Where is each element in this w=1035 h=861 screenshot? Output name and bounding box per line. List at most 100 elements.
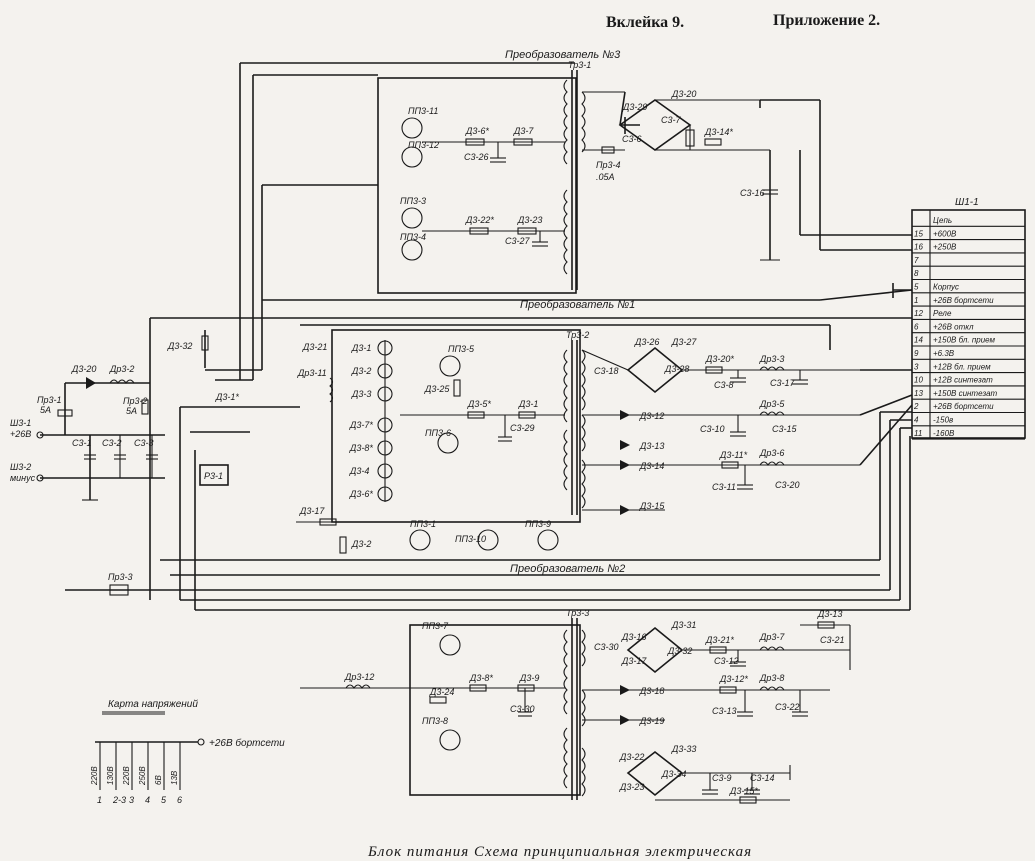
label-c12: С3-12: [714, 656, 739, 666]
connector-signal: +26В бортсети: [933, 402, 994, 411]
connector-pin: 12: [914, 309, 923, 318]
label-c8: С3-8: [714, 380, 734, 390]
label-d14: Д3-14: [639, 461, 664, 471]
legend-title: Карта напряжений: [108, 699, 198, 710]
label-pp12: ПП3-12: [408, 140, 439, 150]
label-pp11: ПП3-11: [408, 106, 438, 116]
label-d26: Д3-26: [634, 337, 659, 347]
label-c17: С3-17: [770, 378, 796, 388]
label-pr3: Пр3-3: [108, 572, 133, 582]
label-r5: Д3-5*: [467, 399, 491, 409]
label-c13: С3-13: [712, 706, 737, 716]
label-pp8: ПП3-8: [422, 716, 448, 726]
connector-signal: +6.3В: [933, 349, 955, 358]
label-r12: Д3-12*: [719, 674, 748, 684]
label-d34: Д3-34: [661, 769, 686, 779]
label-d6: Д3-6*: [349, 489, 373, 499]
connector-signal: +26В откл: [933, 322, 974, 331]
legend-pin: 5: [161, 795, 167, 805]
label-c18: С3-18: [594, 366, 619, 376]
label-sh1: Ш3-1: [10, 418, 31, 428]
label-r9: Д3-9: [519, 673, 539, 683]
label-d3: Д3-3: [351, 389, 371, 399]
connector-signal: +26В бортсети: [933, 296, 994, 305]
label-d23: Д3-23: [619, 782, 644, 792]
label-pr1v: 5А: [40, 405, 51, 415]
label-r24: Д3-24: [429, 687, 454, 697]
label-r14: Д3-14*: [704, 127, 733, 137]
label-c22: С3-22: [775, 702, 800, 712]
connector-pin: 2: [913, 402, 919, 411]
connector-signal: Корпус: [933, 283, 959, 292]
label-r1b: Д3-1*: [215, 392, 239, 402]
legend-pin: 2-3: [112, 795, 126, 805]
label-dr2: Др3-2: [109, 364, 134, 374]
label-r25: Д3-25: [424, 384, 450, 394]
label-c2: С3-2: [102, 438, 122, 448]
legend-voltage: 220В: [122, 766, 131, 786]
label-c30: С3-30: [510, 704, 535, 714]
label-r2: Д3-2: [351, 539, 371, 549]
converter-3-label: Преобразователь №3: [505, 49, 621, 61]
label-dr8: Др3-8: [759, 673, 784, 683]
diagram-caption: Блок питания Схема принципиальная электр…: [368, 844, 753, 860]
legend-pin: 3: [129, 795, 134, 805]
connector-pin: 15: [914, 229, 923, 238]
legend-pin: 1: [97, 795, 102, 805]
insert-label: Вклейка 9.: [606, 14, 685, 31]
label-c20: С3-20: [775, 480, 800, 490]
label-c11: С3-11: [712, 482, 736, 492]
zener-column: [377, 340, 393, 502]
label-d18: Д3-18: [639, 686, 664, 696]
legend-supply: +26В бортсети: [209, 737, 285, 749]
connector-signal: +12В бл. прием: [933, 362, 991, 371]
label-d20: Д3-20: [671, 89, 696, 99]
label-d31: Д3-31: [671, 620, 696, 630]
connector-pin: 16: [914, 243, 923, 252]
label-pr4: Пр3-4: [596, 160, 621, 170]
connector-signal: -150в: [933, 416, 953, 425]
label-dr11: Др3-11: [297, 368, 327, 378]
connector-signal: +600В: [933, 229, 957, 238]
label-c16: С3-16: [740, 188, 765, 198]
label-r20: Д3-20*: [705, 354, 734, 364]
label-pp3: ПП3-3: [400, 196, 426, 206]
appendix-label: Приложение 2.: [773, 12, 881, 29]
converter-2-label: Преобразователь №2: [510, 563, 625, 575]
connector-signal: -160В: [933, 429, 955, 438]
connector-pin: 7: [914, 256, 919, 265]
label-d20b: Д3-20: [71, 364, 96, 374]
label-r32: Д3-32: [167, 341, 192, 351]
connector-pin: 4: [914, 416, 919, 425]
label-c29: С3-29: [510, 423, 535, 433]
legend-voltage: 220В: [90, 766, 99, 786]
label-pp7: ПП3-7: [422, 621, 449, 631]
legend-voltage: 6В: [154, 775, 163, 785]
legend-voltage: 130В: [106, 766, 115, 785]
label-d33: Д3-33: [671, 744, 696, 754]
label-d4: Д3-4: [349, 466, 369, 476]
label-r11: Д3-11*: [719, 450, 748, 460]
label-d15: Д3-15: [639, 501, 665, 511]
label-r21: Д3-21*: [705, 635, 734, 645]
label-pr1: Пр3-1: [37, 395, 62, 405]
label-d29: Д3-29: [622, 102, 647, 112]
label-d22: Д3-22: [619, 752, 644, 762]
label-c30b: С3-30: [594, 642, 619, 652]
label-d8: Д3-8*: [349, 443, 373, 453]
connector-signal: Цепь: [933, 216, 952, 225]
label-c21: С3-21: [820, 635, 845, 645]
label-r7: Д3-7: [513, 126, 534, 136]
connector-pin: 3: [914, 362, 919, 371]
converter-1-label: Преобразователь №1: [520, 299, 635, 311]
legend-voltage: 13В: [170, 770, 179, 785]
label-d27: Д3-27: [671, 337, 697, 347]
label-sh1v: +26В: [10, 429, 31, 439]
label-c7: С3-7: [661, 115, 682, 125]
connector-pin: 6: [914, 322, 919, 331]
label-sh2v: минус: [10, 473, 36, 483]
connector-signal: +12В синтезат: [933, 376, 993, 385]
connector-pin: 1: [914, 296, 918, 305]
connector-signal: Реле: [933, 309, 952, 318]
